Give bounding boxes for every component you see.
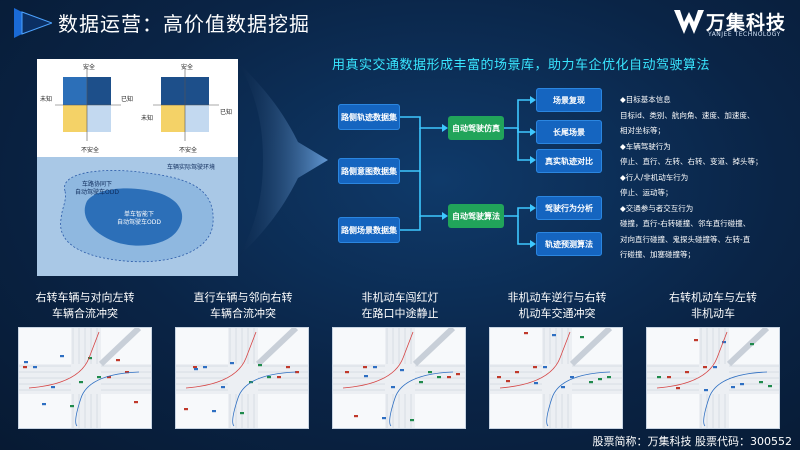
label-unsafe-left: 不安全	[81, 147, 100, 154]
scenario-title-line: 车辆合流冲突	[210, 307, 276, 320]
label-known-right: 已知	[220, 109, 233, 116]
odd-region-graphic	[60, 170, 214, 263]
play-triangle-icon	[14, 8, 52, 38]
note-line: 停止、运动等；	[620, 188, 673, 197]
note-line: ◆交通参与者交互行为	[620, 203, 694, 213]
logo-text-cn: 万集科技	[706, 12, 787, 34]
source-trajectory-dataset: 路侧轨迹数据集	[338, 104, 400, 130]
header-bar: 数据运营：高价值数据挖掘 万集科技 YANJEE TECHNOLOGY	[0, 0, 800, 44]
section-subtitle: 用真实交通数据形成丰富的场景库，助力车企优化自动驾驶算法	[332, 58, 711, 73]
intersection-map-graphic	[333, 325, 465, 428]
label-unsafe-right: 不安全	[179, 147, 198, 154]
page-title: 数据运营：高价值数据挖掘	[58, 12, 310, 36]
label-vehicle-odd: 单车智能下 自动驾驶车ODD	[117, 211, 161, 226]
intersection-map-graphic	[176, 325, 308, 428]
scenario-title-line: 车辆合流冲突	[52, 307, 118, 320]
scenario-title-line: 右转机动车与左转	[669, 291, 757, 304]
intersection-map-graphic	[647, 325, 779, 428]
scenario-title-5: 右转机动车与左转 非机动车	[638, 290, 788, 322]
scenario-title-line: 机动车交通冲突	[518, 307, 596, 320]
note-line: 碰撞，直行-右转碰撞、邻车直行碰撞、	[620, 219, 751, 228]
intersection-map-graphic	[19, 325, 151, 428]
feature-notes: ◆目标基本信息 目标id、类别、航向角、速度、加速度、 相对坐标等； ◆车辆驾驶…	[620, 92, 792, 263]
scenario-thumbnail-4	[489, 325, 623, 429]
odd-scene-diagram: 车辆实际驾驶环境 车路协同下 自动驾驶车ODD 单车智能下 自动驾驶车ODD	[37, 157, 238, 276]
odd-diagram-panel: 安全 不安全 未知 已知 安全 不安全 未知 已知 车辆实际驾驶环境 车路协同下…	[37, 59, 238, 276]
note-line: 目标id、类别、航向角、速度、加速度、	[620, 110, 755, 120]
source-intent-dataset: 路侧意图数据集	[338, 158, 400, 184]
scenario-thumbnail-1	[18, 325, 152, 429]
note-line: 行碰撞、加塞碰撞等；	[620, 250, 695, 259]
scenario-title-4: 非机动车逆行与右转 机动车交通冲突	[482, 290, 632, 322]
scenario-thumbnail-5	[646, 325, 780, 429]
scenario-title-3: 非机动车闯红灯 在路口中途静止	[325, 290, 475, 322]
label-known-left: 已知	[121, 96, 134, 103]
note-line: ◆车辆驾驶行为	[620, 141, 671, 151]
note-line: 相对坐标等；	[620, 126, 665, 135]
scenario-thumbnail-2	[175, 325, 309, 429]
scenario-title-line: 非机动车闯红灯	[361, 291, 439, 304]
big-arrow-graphic	[238, 62, 328, 258]
label-safe-left: 安全	[83, 64, 96, 71]
mid-simulation: 自动驾驶仿真	[448, 116, 504, 140]
label-unknown-left: 未知	[40, 96, 53, 103]
label-safe-right: 安全	[181, 64, 194, 71]
quadrant-graphic	[55, 69, 219, 141]
safety-quadrant-diagram: 安全 不安全 未知 已知 安全 不安全 未知 已知	[37, 59, 238, 157]
note-line: 停止、直行、左转、右转、变道、掉头等；	[620, 157, 763, 166]
data-flow-diagram: 路侧轨迹数据集 路侧意图数据集 路侧场景数据集 自动驾驶仿真 自动驾驶算法 场景…	[330, 78, 610, 268]
output-trajectory-compare: 真实轨迹对比	[536, 149, 602, 173]
wanji-logo-icon	[674, 10, 704, 34]
logo-text-en: YANJEE TECHNOLOGY	[708, 31, 781, 38]
output-scene-replay: 场景复现	[536, 88, 602, 112]
output-behavior-analysis: 驾驶行为分析	[536, 196, 602, 220]
label-unknown-right: 未知	[141, 115, 154, 122]
note-line: ◆行人/非机动车行为	[620, 172, 689, 182]
footer-bar: 股票简称：万集科技 股票代码：300552	[0, 431, 800, 450]
scenario-title-line: 直行车辆与邻向右转	[193, 291, 293, 304]
note-line: ◆目标基本信息	[620, 95, 671, 104]
mid-algorithm: 自动驾驶算法	[448, 204, 504, 228]
output-long-tail: 长尾场景	[536, 120, 602, 144]
scenario-title-line: 非机动车	[691, 307, 735, 320]
flow-connectors	[400, 96, 536, 248]
label-driving-environment: 车辆实际驾驶环境	[167, 164, 216, 171]
output-trajectory-prediction: 轨迹预测算法	[536, 232, 602, 256]
scenario-title-line: 非机动车逆行与右转	[507, 291, 607, 304]
note-line: 对向直行碰撞、鬼探头碰撞等、左转-直	[620, 234, 751, 244]
source-scene-dataset: 路侧场景数据集	[338, 217, 400, 243]
scenario-title-line: 在路口中途静止	[361, 307, 439, 320]
scenario-title-line: 右转车辆与对向左转	[35, 291, 135, 304]
label-roadside-odd: 车路协同下 自动驾驶车ODD	[75, 181, 119, 196]
stock-info: 股票简称：万集科技 股票代码：300552	[592, 435, 793, 448]
scenario-title-2: 直行车辆与邻向右转 车辆合流冲突	[168, 290, 318, 322]
company-logo: 万集科技 YANJEE TECHNOLOGY	[672, 6, 792, 40]
scenario-title-1: 右转车辆与对向左转 车辆合流冲突	[10, 290, 160, 322]
scenario-thumbnail-3	[332, 325, 466, 429]
intersection-map-graphic	[490, 325, 622, 428]
